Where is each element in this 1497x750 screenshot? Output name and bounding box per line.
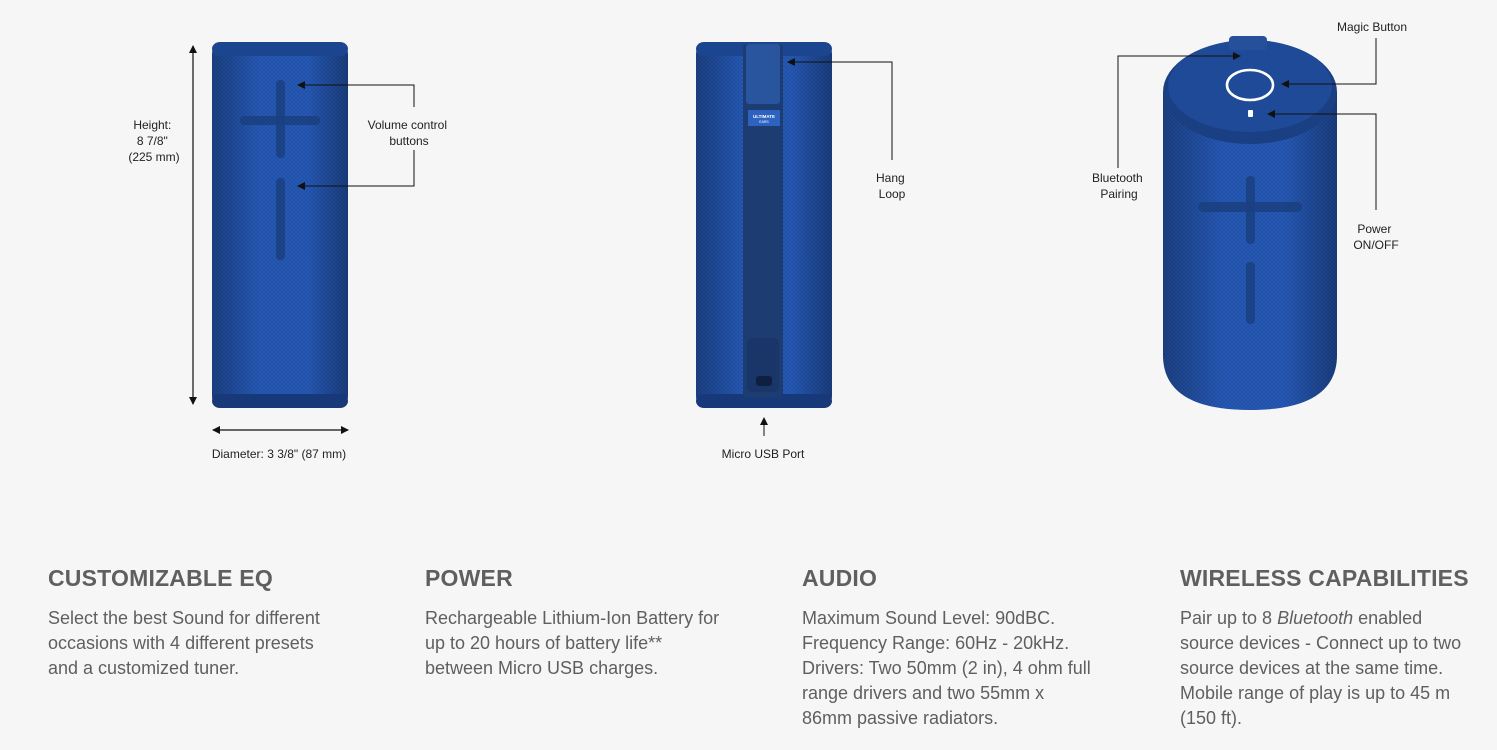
magic-ring-icon — [1225, 68, 1275, 102]
bluetooth-pairing-label: Bluetooth Pairing — [1092, 171, 1146, 201]
power-callout-line — [1267, 110, 1377, 210]
feature-description: Rechargeable Lithium-Ion Battery for up … — [425, 608, 720, 678]
feature-title: CUSTOMIZABLE EQ — [48, 565, 273, 591]
volume-plus-icon — [240, 80, 320, 158]
volume-callout-line — [297, 81, 415, 107]
svg-text:ULTIMATE: ULTIMATE — [753, 114, 775, 119]
speaker-diagram: Height: 8 7/8" (225 mm) Diameter: 3 3/8"… — [128, 20, 1407, 461]
power-dot-icon — [1248, 110, 1253, 117]
usb-label: Micro USB Port — [722, 447, 805, 461]
height-label: Height: 8 7/8" (225 mm) — [128, 118, 179, 164]
feature-title: POWER — [425, 565, 513, 591]
hang-loop-label: Hang Loop — [876, 171, 908, 201]
power-label: Power ON/OFF — [1353, 222, 1398, 252]
feature-power: POWER Rechargeable Lithium-Ion Battery f… — [425, 560, 755, 681]
hang-loop-strap: ULTIMATE EARS — [743, 44, 783, 398]
features-section: CUSTOMIZABLE EQ Select the best Sound fo… — [0, 560, 1497, 750]
volume-minus-icon — [276, 178, 285, 260]
speaker-front — [212, 42, 348, 408]
feature-description: Pair up to 8 Bluetooth enabled source de… — [1180, 608, 1462, 728]
feature-title: WIRELESS CAPABILITIES — [1180, 565, 1469, 591]
feature-customizable-eq: CUSTOMIZABLE EQ Select the best Sound fo… — [48, 560, 378, 681]
magic-button-label: Magic Button — [1337, 20, 1407, 34]
svg-text:EARS: EARS — [759, 120, 769, 124]
feature-wireless-capabilities: WIRELESS CAPABILITIES Pair up to 8 Bluet… — [1180, 560, 1497, 731]
speaker-top — [1163, 36, 1337, 410]
magic-callout-line — [1281, 38, 1377, 88]
feature-audio: AUDIO Maximum Sound Level: 90dBC. Freque… — [802, 560, 1132, 731]
feature-title: AUDIO — [802, 565, 878, 591]
diameter-label: Diameter: 3 3/8" (87 mm) — [212, 447, 346, 461]
hang-loop-callout-line — [787, 58, 893, 160]
bt-pair-callout-line — [1117, 52, 1241, 168]
feature-description: Maximum Sound Level: 90dBC. Frequency Ra… — [802, 608, 1091, 728]
volume-label: Volume control buttons — [368, 118, 451, 148]
feature-description: Select the best Sound for different occa… — [48, 608, 320, 678]
speaker-back: ULTIMATE EARS — [696, 42, 832, 408]
